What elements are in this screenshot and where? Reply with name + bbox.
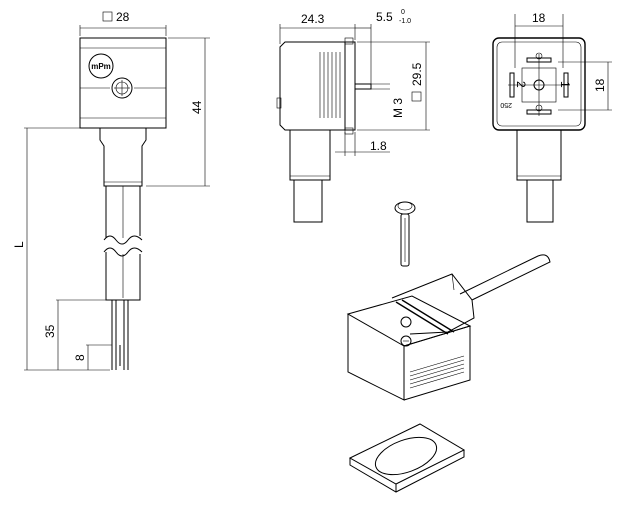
- end-view-gland: [516, 130, 562, 181]
- isometric-connector: [346, 254, 551, 401]
- front-view: mPm 28: [12, 10, 210, 371]
- iso-cable: [459, 254, 551, 301]
- dim-tolerance-lower: -1.0: [399, 18, 411, 25]
- dim-side-height: 29.5: [410, 62, 424, 86]
- dim-flange: 1.8: [370, 139, 387, 153]
- dim-strip-length: 35: [43, 324, 57, 338]
- dim-side-depth: 24.3: [301, 12, 325, 26]
- dim-front-width: 28: [116, 10, 130, 24]
- pin-label-1: 1: [558, 81, 572, 88]
- gasket: [348, 423, 466, 493]
- wire-ends: [111, 300, 129, 370]
- screw-illustration: [394, 201, 416, 267]
- front-view-body: [79, 37, 167, 129]
- front-view-gland: [99, 128, 147, 187]
- side-ribs: [319, 52, 341, 118]
- side-view-body: [279, 41, 346, 131]
- end-view: 2 1 250 18 18: [492, 11, 612, 223]
- side-view-pin: [354, 83, 372, 90]
- front-view-cable: [105, 186, 141, 238]
- dim-screw-thread: M 3: [391, 98, 405, 118]
- iso-front-face: [347, 314, 405, 401]
- mpm-logo-text: mPm: [91, 62, 111, 71]
- dim-cable-length: L: [12, 241, 26, 248]
- dim-tolerance-upper: 0: [401, 9, 405, 16]
- pin-label-2: 2: [514, 81, 528, 88]
- mpm-logo: [88, 53, 114, 79]
- front-screw: [111, 77, 133, 99]
- dim-height: 44: [190, 100, 204, 114]
- end-view-body: [492, 37, 586, 131]
- dim-wire-end: 8: [73, 354, 87, 361]
- iso-ribs: [409, 355, 465, 389]
- side-view: 24.3 5.5 0 -1.0 29.5 M 3 1.8: [276, 9, 430, 223]
- dim-pin-spacing-v: 18: [593, 78, 607, 92]
- iso-right-face: [403, 325, 471, 401]
- dim-pin-spacing-h: 18: [532, 11, 546, 25]
- side-view-gland: [289, 130, 331, 181]
- face-mark: 250: [500, 101, 512, 108]
- dim-tolerance-base: 5.5: [376, 10, 393, 24]
